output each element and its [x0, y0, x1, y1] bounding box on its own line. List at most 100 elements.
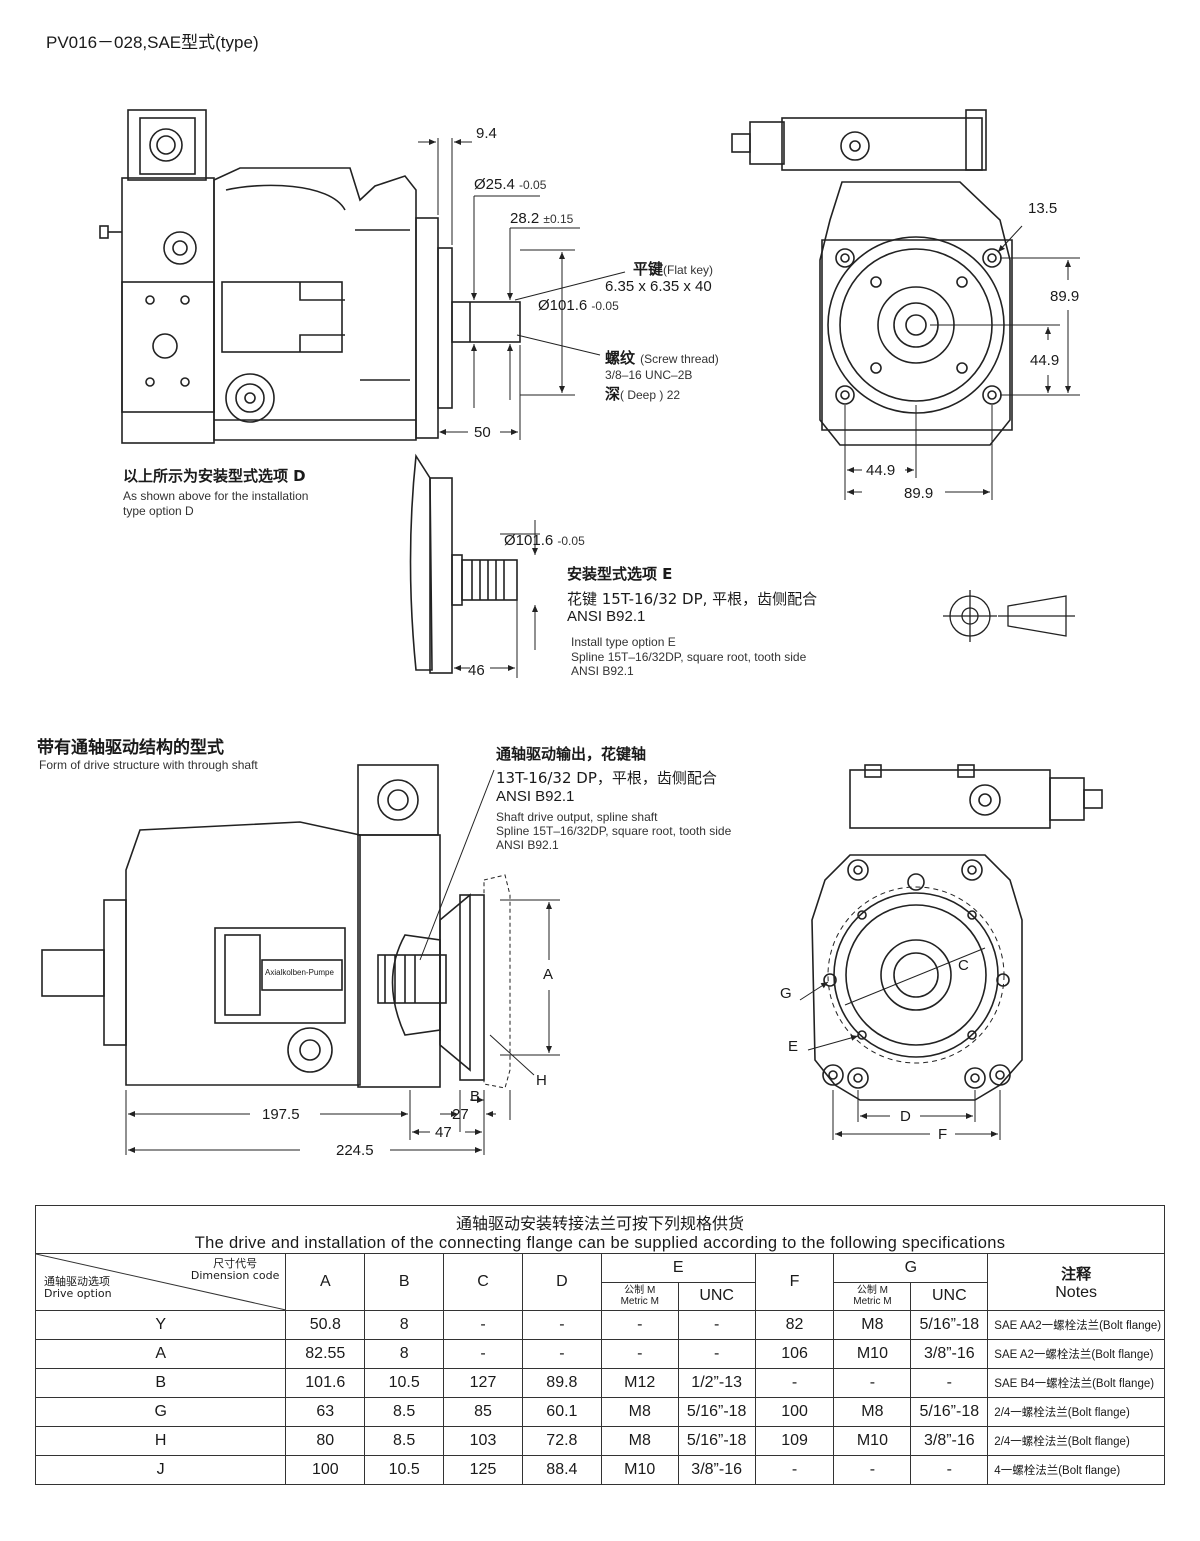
dim-197-5: 197.5 — [262, 1106, 300, 1123]
page-title: PV016－028,SAE型式(type) — [46, 33, 259, 52]
table-cell: M10 — [600, 1455, 679, 1485]
dim-89-9-vertical: 89.9 — [1050, 288, 1080, 305]
table-cell: 8 — [364, 1339, 445, 1369]
table-cell: 8.5 — [364, 1426, 445, 1456]
shaft-output-cn: 通轴驱动输出，花键轴 — [496, 745, 647, 763]
dim-44-9-horizontal: 44.9 — [866, 462, 896, 479]
table-cell: 10.5 — [364, 1455, 445, 1485]
dim-dia-101-6: Ø101.6 -0.05 — [538, 297, 619, 314]
dim-44-9-vertical: 44.9 — [1030, 352, 1060, 369]
dim-50: 50 — [474, 424, 491, 441]
dim-28-2: 28.2 ±0.15 — [510, 210, 574, 227]
table-cell: - — [443, 1310, 523, 1340]
table-cell: - — [910, 1455, 989, 1485]
header-D: D — [521, 1253, 602, 1311]
end-label-E: E — [788, 1038, 799, 1055]
table-cell: M8 — [600, 1397, 679, 1427]
header-E-unc: UNC — [677, 1281, 756, 1311]
shaft-output-en-2: Spline 15T–16/32DP, square root, tooth s… — [496, 824, 732, 838]
option-e-dim-46: 46 — [468, 662, 485, 679]
flat-key-label: 平键(Flat key) — [633, 260, 714, 278]
drive-option-cell: B — [34, 1368, 287, 1398]
screw-thread-spec: 3/8–16 UNC–2B — [605, 368, 693, 382]
option-e-spline-cn: 花键 15T-16/32 DP, 平根，齿侧配合 — [567, 590, 818, 608]
table-cell: 63 — [285, 1397, 366, 1427]
table-cell: 85 — [443, 1397, 523, 1427]
header-E: E — [600, 1253, 756, 1283]
option-e-title: 安装型式选项 E — [567, 565, 673, 583]
side-view-option-d — [99, 109, 521, 444]
table-cell: 82.55 — [285, 1339, 366, 1369]
through-shaft-end-view — [811, 764, 1103, 1101]
shaft-output-spec: 13T-16/32 DP，平根，齿侧配合 — [496, 769, 717, 787]
table-cell: - — [910, 1368, 989, 1398]
table-cell: 100 — [285, 1455, 366, 1485]
header-G: G — [833, 1253, 989, 1283]
through-shaft-dimensions — [125, 769, 560, 1155]
side-view-dimensions — [418, 138, 626, 440]
header-notes: 注释 Notes — [987, 1253, 1165, 1311]
table-cell: - — [833, 1368, 912, 1398]
table-cell: 3/8”-16 — [910, 1426, 989, 1456]
table-cell: 5/16”-18 — [677, 1426, 756, 1456]
nameplate-text: Axialkolben-Pumpe — [265, 968, 334, 977]
option-e-en-2: Spline 15T–16/32DP, square root, tooth s… — [571, 650, 807, 664]
dim-27: 27 — [452, 1106, 469, 1123]
front-view-dimensions — [844, 225, 1080, 500]
table-cell: 88.4 — [521, 1455, 602, 1485]
through-shaft-side-view — [41, 764, 485, 1088]
dim-224-5: 224.5 — [336, 1142, 374, 1159]
through-shaft-title: 带有通轴驱动结构的型式 — [37, 738, 224, 758]
table-cell: - — [754, 1455, 835, 1485]
table-cell: 100 — [754, 1397, 835, 1427]
dim-13-5: 13.5 — [1028, 200, 1058, 217]
option-d-title: 以上所示为安装型式选项 D — [123, 467, 306, 485]
notes-cell: 2/4一螺栓法兰(Bolt flange) — [987, 1397, 1165, 1427]
option-e-dimensions — [454, 520, 540, 678]
through-shaft-title-en: Form of drive structure with through sha… — [39, 758, 258, 772]
drive-option-cell: H — [34, 1426, 287, 1456]
notes-cell: SAE A2一螺栓法兰(Bolt flange) — [987, 1339, 1165, 1369]
table-cell: - — [833, 1455, 912, 1485]
table-cell: 103 — [443, 1426, 523, 1456]
table-cell: 125 — [443, 1455, 523, 1485]
table-cell: 5/16”-18 — [910, 1310, 989, 1340]
option-e-en-3: ANSI B92.1 — [571, 664, 634, 678]
table-cell: 50.8 — [285, 1310, 366, 1340]
table-cell: 5/16”-18 — [910, 1397, 989, 1427]
table-cell: M10 — [833, 1426, 912, 1456]
table-cell: 127 — [443, 1368, 523, 1398]
table-cell: 60.1 — [521, 1397, 602, 1427]
spec-table: 通轴驱动安装转接法兰可按下列规格供货 The drive and install… — [34, 1205, 1165, 1485]
drive-option-cell: A — [34, 1339, 287, 1369]
header-G-unc: UNC — [910, 1281, 989, 1311]
table-cell: 3/8”-16 — [910, 1339, 989, 1369]
notes-cell: SAE AA2一螺栓法兰(Bolt flange) — [987, 1310, 1165, 1340]
table-cell: 3/8”-16 — [677, 1455, 756, 1485]
shaft-output-en-3: ANSI B92.1 — [496, 838, 559, 852]
shaft-output-en-1: Shaft drive output, spline shaft — [496, 810, 658, 824]
dim-89-9-horizontal: 89.9 — [904, 485, 934, 502]
dim-B: B — [470, 1088, 481, 1105]
table-cell: M12 — [600, 1368, 679, 1398]
table-cell: 1/2”-13 — [677, 1368, 756, 1398]
table-cell: - — [754, 1368, 835, 1398]
option-d-en-1: As shown above for the installation — [123, 489, 309, 503]
table-cell: M8 — [600, 1426, 679, 1456]
through-shaft-adapter-dashed — [483, 874, 511, 1089]
end-view-dimensions — [799, 886, 1005, 1140]
table-cell: - — [600, 1310, 679, 1340]
table-cell: 10.5 — [364, 1368, 445, 1398]
table-cell: - — [677, 1339, 756, 1369]
dim-9-4: 9.4 — [476, 125, 497, 142]
flat-key-size: 6.35 x 6.35 x 40 — [605, 278, 712, 295]
end-label-F: F — [938, 1126, 948, 1143]
deep-label: 深( Deep ) 22 — [605, 385, 681, 403]
